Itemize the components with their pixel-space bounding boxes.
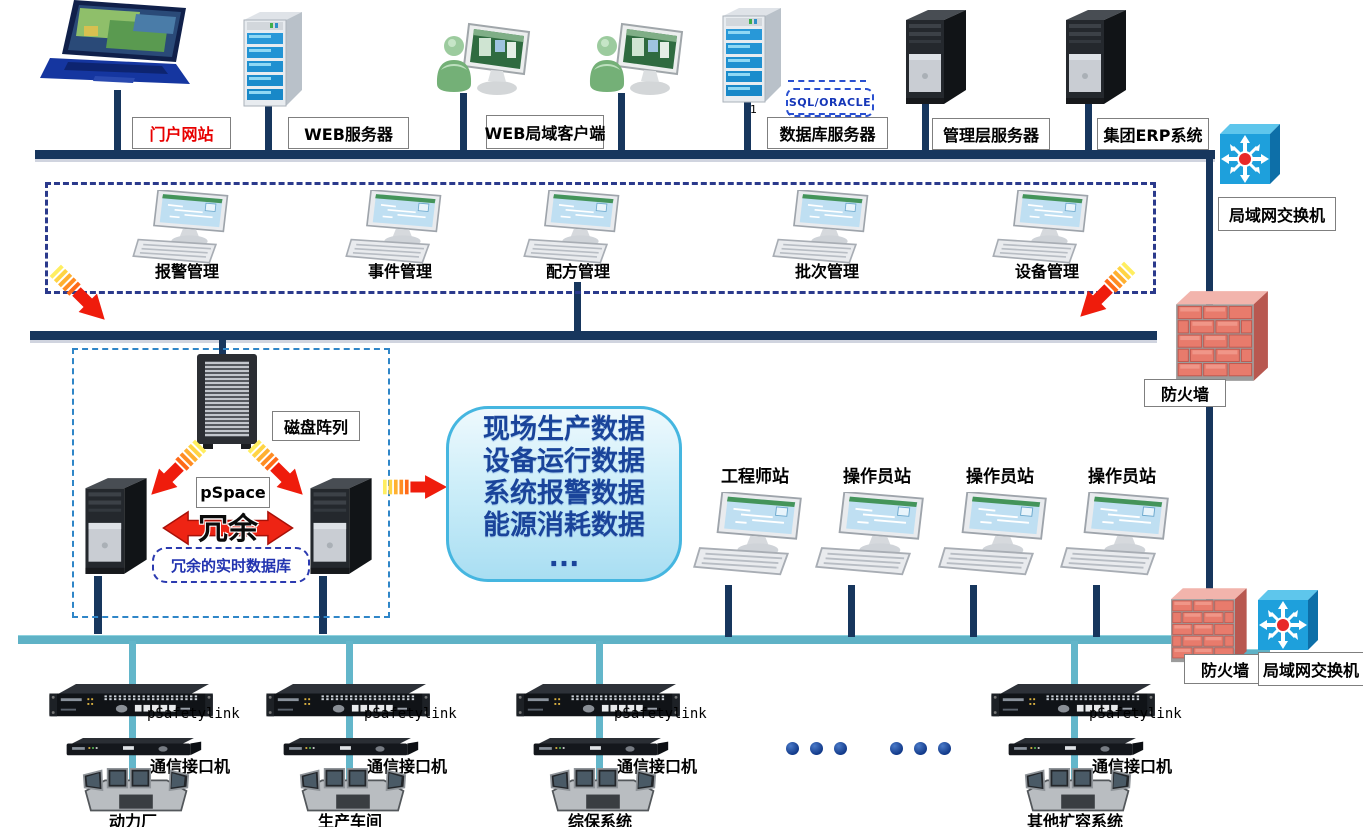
client2-link [618, 93, 625, 152]
web-server-label: WEB服务器 [288, 117, 409, 149]
operator2-link [970, 585, 977, 637]
psafetylink-label: pSafetylink [147, 706, 240, 722]
dataflow-arrow-right [383, 474, 447, 500]
recipe-link [574, 282, 581, 333]
ellipsis-dots [786, 742, 847, 755]
server-left-link [94, 576, 102, 634]
sql-tag-fragment [788, 80, 866, 82]
station-name-label: 动力厂 [108, 812, 157, 827]
middle-bus [30, 331, 1157, 340]
server-right-link [319, 576, 327, 634]
recipe-mgmt-label: 配方管理 [545, 262, 610, 281]
mes-apps-frame [45, 182, 1156, 294]
cloud-line-3: 系统报警数据 [483, 478, 645, 509]
upper-firewall-icon [1170, 286, 1272, 388]
disk-array-icon [195, 354, 259, 450]
portal-laptop-icon [40, 0, 190, 100]
psafetylink-label: pSafetylink [364, 706, 457, 722]
realtime-db-server-left-icon [70, 474, 158, 578]
station-name-label: 其他扩容系统 [1026, 812, 1123, 827]
web-server-icon [240, 8, 306, 110]
sql-oracle-tag: SQL/ORACLE [786, 88, 874, 117]
station-name-label: 综保系统 [567, 812, 632, 827]
cloud-line-ellipsis: ... [548, 542, 580, 573]
cloud-line-2: 设备运行数据 [483, 446, 645, 477]
web-client-icon [586, 22, 686, 98]
lower-firewall-label: 防火墙 [1184, 654, 1266, 684]
data-cloud: 现场生产数据 设备运行数据 系统报警数据 能源消耗数据 ... [446, 406, 682, 582]
erp-label: 集团ERP系统 [1097, 118, 1209, 150]
ellipsis-dots [890, 742, 951, 755]
engineer-station-link [725, 585, 732, 637]
psafetylink-label: pSafetylink [614, 706, 707, 722]
db-server-link [744, 100, 751, 152]
alarm-mgmt-workstation-icon [131, 190, 243, 266]
disk-array-label: 磁盘阵列 [272, 411, 360, 441]
operator-station-label: 操作员站 [1088, 467, 1156, 487]
mgmt-server-link [922, 104, 929, 152]
web-server-link [265, 100, 272, 152]
mgmt-server-label: 管理层服务器 [932, 118, 1050, 150]
sql-tag-fragment [788, 113, 866, 115]
operator3-link [1093, 585, 1100, 637]
operator-station-label: 操作员站 [843, 467, 911, 487]
erp-link [1085, 104, 1092, 152]
upper-firewall-label: 防火墙 [1144, 379, 1226, 407]
psafetylink-label: pSafetylink [1089, 706, 1182, 722]
engineer-station-label: 工程师站 [721, 467, 789, 487]
device-mgmt-label: 设备管理 [1014, 262, 1079, 281]
cloud-line-1: 现场生产数据 [483, 414, 645, 445]
cloud-line-4: 能源消耗数据 [483, 510, 645, 541]
redundant-db-label: 冗余的实时数据库 [152, 547, 310, 583]
station-name-label: 生产车间 [317, 812, 382, 827]
portal-link [114, 90, 121, 152]
db-link-digit: 1 [750, 103, 757, 116]
engineer-workstation-icon [693, 492, 817, 578]
management-server-icon [900, 6, 968, 108]
redundancy-label: 冗余 [198, 512, 258, 547]
portal-label: 门户网站 [132, 117, 231, 149]
top-lan-bus [35, 150, 1215, 159]
event-mgmt-label: 事件管理 [367, 262, 432, 281]
operator-workstation-icon [1060, 492, 1184, 578]
lower-lan-switch-label: 局域网交换机 [1258, 652, 1363, 686]
operator-workstation-icon [938, 492, 1062, 578]
device-mgmt-workstation-icon [991, 190, 1103, 266]
db-server-label: 数据库服务器 [767, 117, 888, 149]
control-network-bus [18, 635, 1173, 644]
web-clients-label: WEB局域客户端 [485, 115, 605, 149]
operator1-link [848, 585, 855, 637]
operator-workstation-icon [815, 492, 939, 578]
recipe-mgmt-workstation-icon [522, 190, 634, 266]
operator-station-label: 操作员站 [966, 467, 1034, 487]
batch-mgmt-label: 批次管理 [794, 262, 859, 281]
lan-switch-label: 局域网交换机 [1218, 197, 1336, 231]
event-mgmt-workstation-icon [344, 190, 456, 266]
web-client-icon [433, 22, 533, 98]
client1-link [460, 93, 467, 152]
database-server-icon [719, 4, 785, 106]
firewall-switch-link [1230, 649, 1270, 656]
alarm-mgmt-label: 报警管理 [154, 262, 219, 281]
batch-mgmt-workstation-icon [771, 190, 883, 266]
erp-server-icon [1060, 6, 1128, 108]
pspace-label: pSpace [196, 477, 270, 508]
lan-switch-icon [1216, 124, 1280, 186]
lower-lan-switch-icon [1254, 590, 1318, 652]
